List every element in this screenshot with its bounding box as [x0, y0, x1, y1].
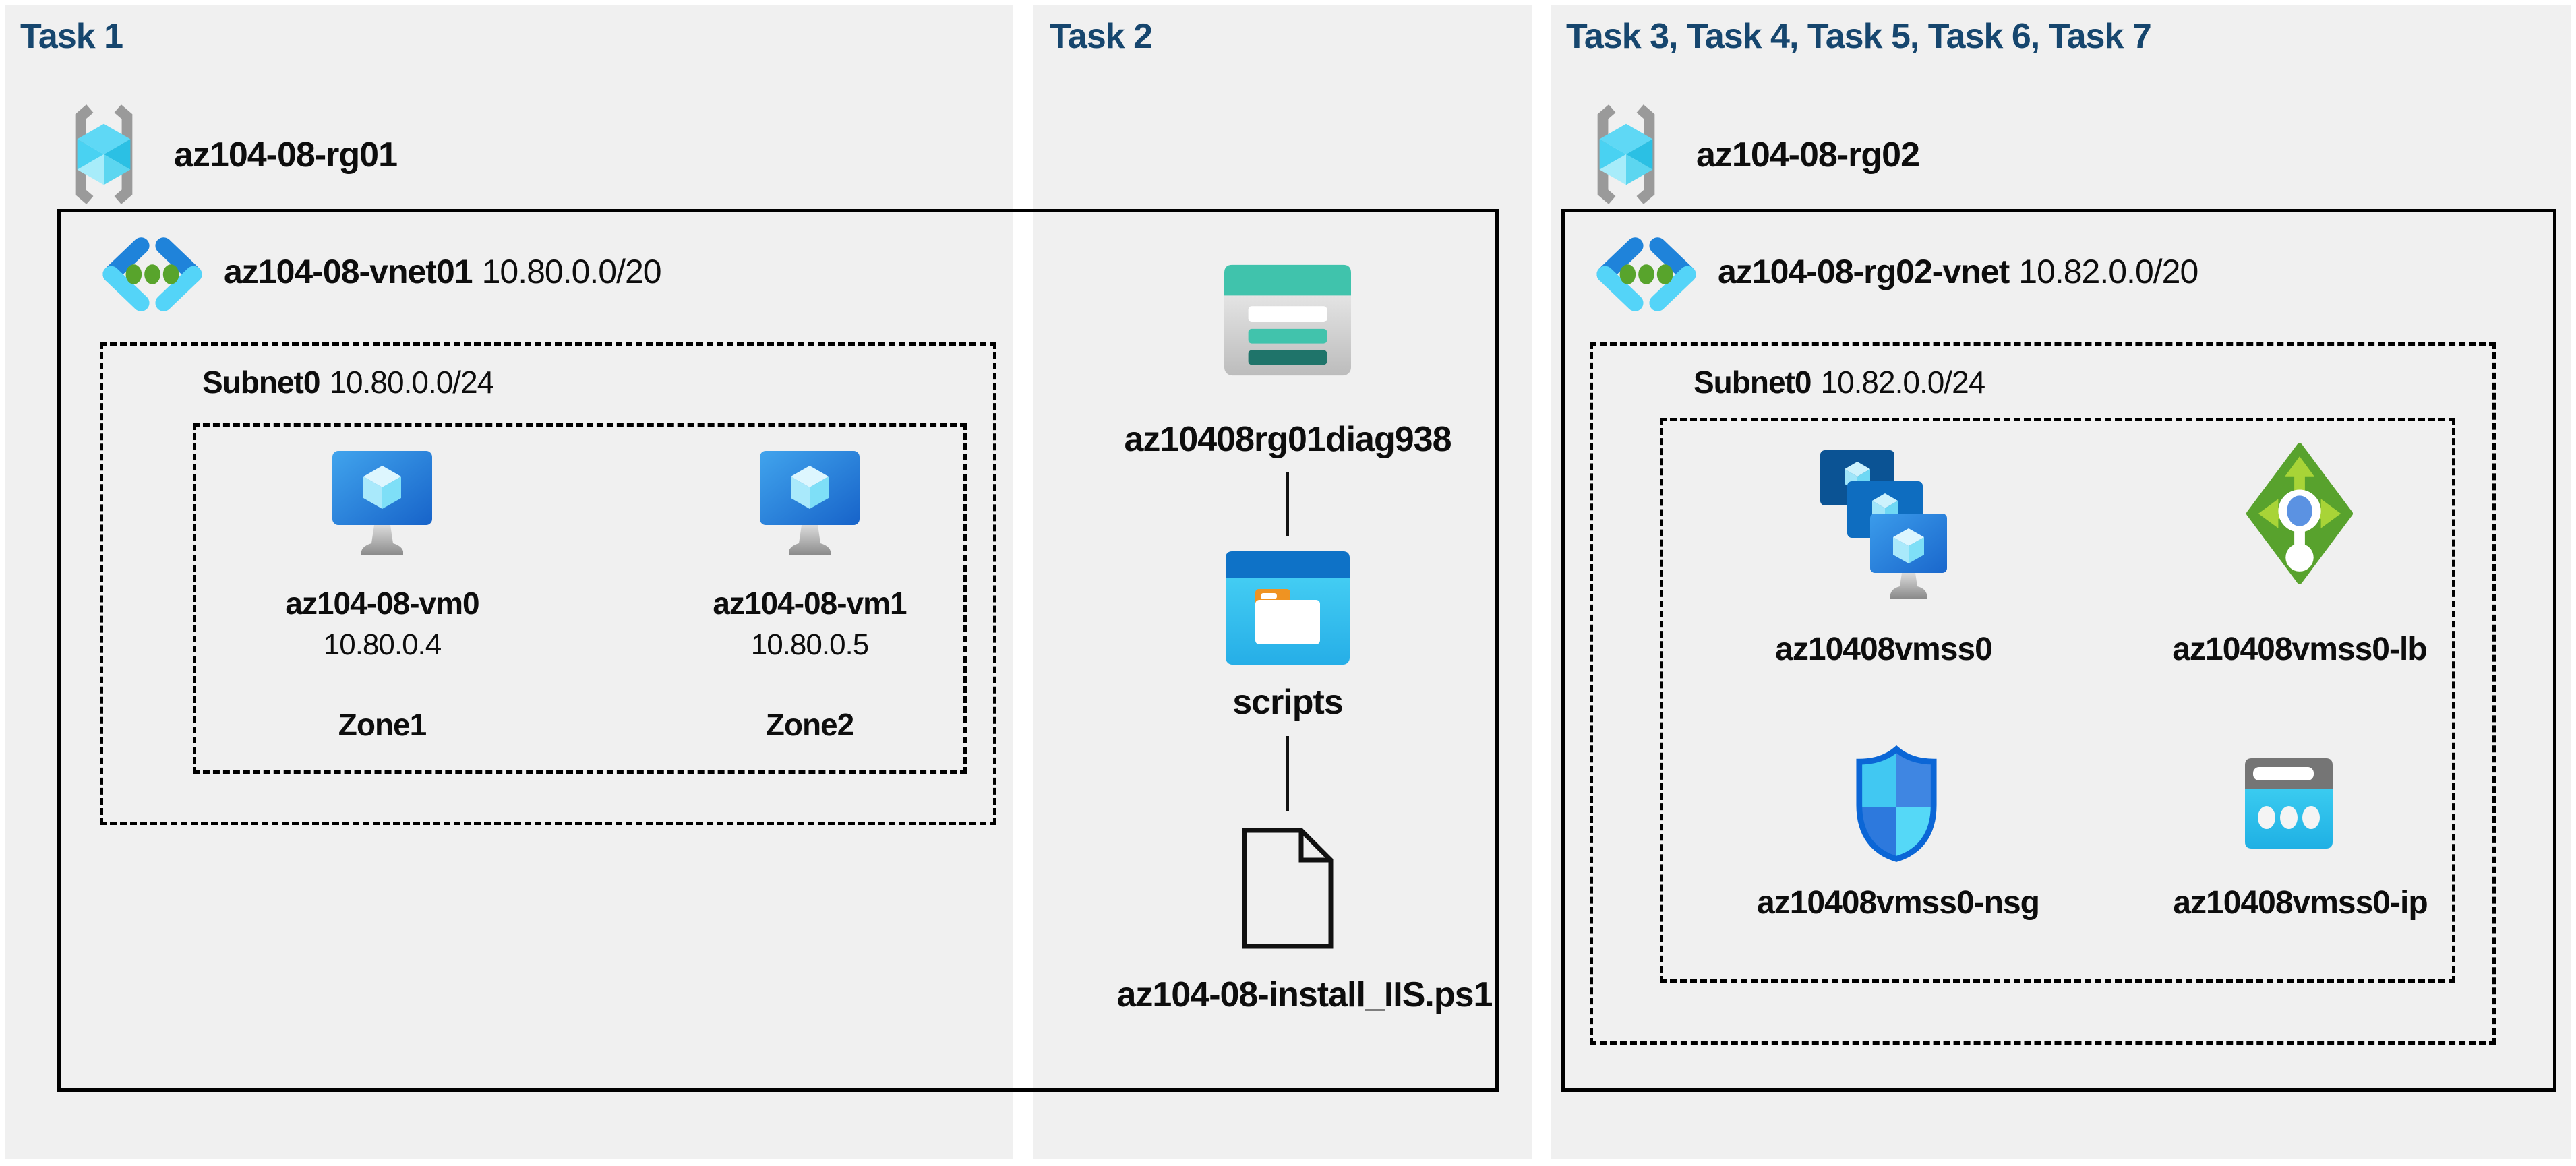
subnet1-cidr: 10.80.0.0/24 — [329, 365, 494, 400]
virtual-machine-icon — [332, 450, 433, 561]
vm-scale-set-icon — [1819, 449, 1948, 604]
blob-container-icon — [1226, 551, 1350, 665]
subnet1-label: Subnet0 10.80.0.0/24 — [202, 364, 494, 400]
panel-task3 — [1551, 5, 2571, 1159]
storage-account-name: az10408rg01diag938 — [1124, 420, 1451, 459]
subnet2-name: Subnet0 — [1694, 365, 1811, 400]
subnet1-name: Subnet0 — [202, 365, 320, 400]
vnet2-cidr: 10.82.0.0/20 — [2018, 253, 2198, 290]
nsg-name: az10408vmss0-nsg — [1757, 885, 2040, 921]
vmss-name: az10408vmss0 — [1775, 632, 1993, 667]
virtual-network-icon — [1596, 237, 1696, 311]
task2-title: Task 2 — [1050, 17, 1153, 56]
subnet2-box — [1590, 342, 2496, 1045]
vm0-zone: Zone1 — [338, 707, 427, 742]
zones-box — [193, 423, 967, 774]
load-balancer-icon — [2246, 442, 2353, 585]
vm1-zone: Zone2 — [765, 707, 854, 742]
vm0-name: az104-08-vm0 — [285, 586, 479, 621]
ps1-file-icon — [1239, 826, 1336, 950]
connector-line — [1286, 472, 1289, 536]
vm0-ip: 10.80.0.4 — [323, 628, 442, 661]
rg1-name: az104-08-rg01 — [174, 135, 398, 175]
subnet1-box — [100, 342, 996, 825]
connector-line — [1286, 736, 1289, 811]
subnet2-label: Subnet0 10.82.0.0/24 — [1694, 364, 1985, 400]
vnet2-boundary-box — [1561, 209, 2556, 1092]
subnet2-cidr: 10.82.0.0/24 — [1820, 365, 1985, 400]
storage-account-icon — [1224, 264, 1351, 376]
container-name: scripts — [1232, 683, 1344, 722]
vm1-ip: 10.80.0.5 — [750, 628, 870, 661]
panel-task1 — [5, 5, 1013, 1159]
task1-title: Task 1 — [20, 17, 123, 56]
vm1-name: az104-08-vm1 — [713, 586, 907, 621]
nsg-shield-icon — [1855, 744, 1938, 864]
script-file-name: az104-08-install_IIS.ps1 — [1116, 975, 1493, 1014]
public-ip-name: az10408vmss0-ip — [2173, 885, 2428, 921]
vmss-resources-box — [1660, 418, 2455, 983]
vnet1-boundary-box — [57, 209, 1499, 1092]
resource-group-icon — [1583, 101, 1669, 208]
virtual-network-icon — [102, 237, 202, 311]
rg2-name: az104-08-rg02 — [1696, 135, 1920, 175]
lb-name: az10408vmss0-lb — [2172, 632, 2427, 667]
public-ip-icon — [2245, 758, 2333, 850]
virtual-machine-icon — [759, 450, 860, 561]
vnet1-name: az104-08-vnet01 — [224, 253, 473, 290]
vnet1-cidr: 10.80.0.0/20 — [481, 253, 662, 290]
vnet2-name: az104-08-rg02-vnet — [1718, 253, 2010, 290]
task3-title: Task 3, Task 4, Task 5, Task 6, Task 7 — [1566, 17, 2152, 56]
resource-group-icon — [61, 101, 147, 208]
